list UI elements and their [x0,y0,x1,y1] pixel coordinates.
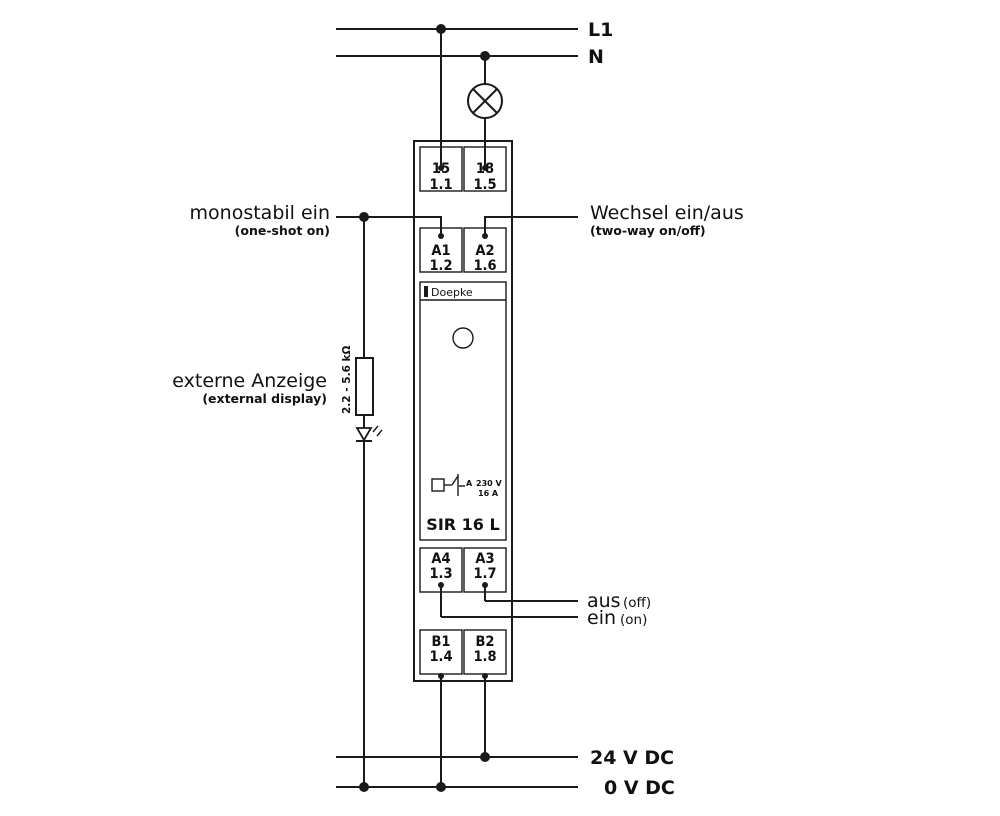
dc0-label: 0 V DC [604,777,675,799]
terminal-18-name: 18 [476,161,494,177]
terminal-a4-num: 1.3 [429,566,452,582]
terminal-18 [463,146,507,192]
terminal-a2-num: 1.6 [473,258,496,274]
dc24-label: 24 V DC [590,747,674,769]
n-label: N [588,46,604,68]
wechsel-label: Wechsel ein/aus [590,202,744,224]
mono-en-label: (one-shot on) [235,223,330,238]
relay-contact-icon [431,474,465,496]
indicator-led [452,327,474,349]
junction-dot-0v-b1 [436,782,446,792]
led-diode-icon [355,425,383,442]
doepke-logo-icon [424,286,428,297]
junction-dot-n [480,51,490,61]
device-housing [413,140,513,682]
resistor-value: 2.2 - 5.6 kΩ [341,345,353,414]
resistor-icon [355,357,374,416]
junction-dot-24v [480,752,490,762]
l1-label: L1 [588,19,613,41]
contact-letter: A [466,479,473,488]
terminal-b1-name: B1 [431,634,450,650]
terminal-b2-num: 1.8 [473,649,496,665]
current-rating: 16 A [478,489,499,498]
model-label: SIR 16 L [426,515,499,534]
terminal-15 [419,146,463,192]
front-panel [419,281,507,541]
ein-label: ein [587,607,616,629]
terminal-a3-num: 1.7 [473,566,496,582]
terminal-15-name: 15 [432,161,450,177]
wechsel-en-label: (two-way on/off) [590,223,706,238]
terminal-a1-num: 1.2 [429,258,452,274]
voltage-rating: 230 V [476,479,502,488]
terminal-b2-name: B2 [475,634,494,650]
terminal-15-num: 1.1 [429,177,452,193]
terminal-18-num: 1.5 [473,177,496,193]
lamp-icon [467,83,503,119]
mono-label: monostabil ein [190,202,330,224]
brand-label: Doepke [431,286,473,299]
junction-dot-0v-ext [359,782,369,792]
terminal-a3-name: A3 [475,551,494,567]
ein-en-label: (on) [620,612,647,628]
extern-label: externe Anzeige [172,370,327,392]
aus-en-label: (off) [623,595,651,611]
terminal-a4-name: A4 [431,551,450,567]
terminal-b1-num: 1.4 [429,649,452,665]
extern-en-label: (external display) [202,391,327,406]
junction-dot-l1 [436,24,446,34]
terminal-a1-name: A1 [431,243,450,259]
aus-label: aus [587,590,621,612]
terminal-a2-name: A2 [475,243,494,259]
